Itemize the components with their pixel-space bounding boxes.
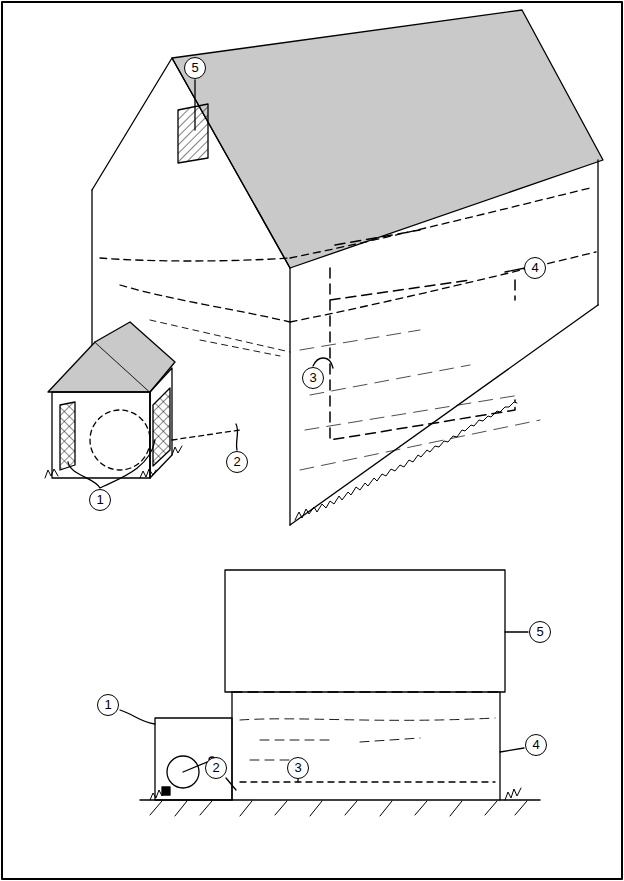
barn-wall <box>499 692 500 800</box>
barn-wall-edge <box>597 160 598 305</box>
leader-line <box>226 778 236 790</box>
leader-line <box>236 424 238 450</box>
shed-roof <box>95 322 175 392</box>
shed-wall <box>150 368 172 478</box>
callout-number: 4 <box>524 257 546 279</box>
leader-line <box>505 268 525 272</box>
barn-gable <box>92 58 290 268</box>
water-line <box>240 718 495 760</box>
wheel <box>90 410 150 470</box>
grass <box>295 402 517 520</box>
ground-hatch <box>150 801 527 816</box>
leader-line <box>500 748 524 752</box>
loft-line <box>232 691 500 692</box>
roof-side <box>225 570 505 692</box>
callout-number: 1 <box>89 489 111 511</box>
channel <box>172 430 240 440</box>
water-line <box>300 330 540 470</box>
water-line <box>150 320 290 356</box>
grass <box>150 790 165 800</box>
floor-line <box>240 781 495 782</box>
leader-line <box>505 631 528 632</box>
callout-number: 3 <box>302 367 324 389</box>
barn-corner <box>289 268 290 525</box>
shed-wall <box>52 392 150 478</box>
barn-roof <box>172 10 603 268</box>
shed-side <box>155 718 232 800</box>
callout-number: 5 <box>184 57 206 79</box>
leader-line <box>297 779 298 782</box>
ground-line <box>290 305 598 525</box>
callout-number: 2 <box>226 451 248 473</box>
callout-number: 4 <box>525 734 547 756</box>
callout-number: 5 <box>529 621 551 643</box>
barn-window <box>178 104 208 163</box>
leader-line <box>68 440 155 488</box>
water-line <box>120 252 596 322</box>
loft-line <box>100 188 590 261</box>
callout-number: 3 <box>287 757 309 779</box>
shed-screen <box>153 388 170 466</box>
grass <box>505 788 521 800</box>
grass <box>45 446 182 478</box>
callout-number: 2 <box>205 757 227 779</box>
pond-outline <box>330 230 515 440</box>
leader-line <box>120 710 155 724</box>
leader-line <box>194 80 195 130</box>
barn-wall-edge <box>91 190 92 360</box>
shed-screen <box>60 402 75 470</box>
callout-number: 1 <box>97 694 119 716</box>
